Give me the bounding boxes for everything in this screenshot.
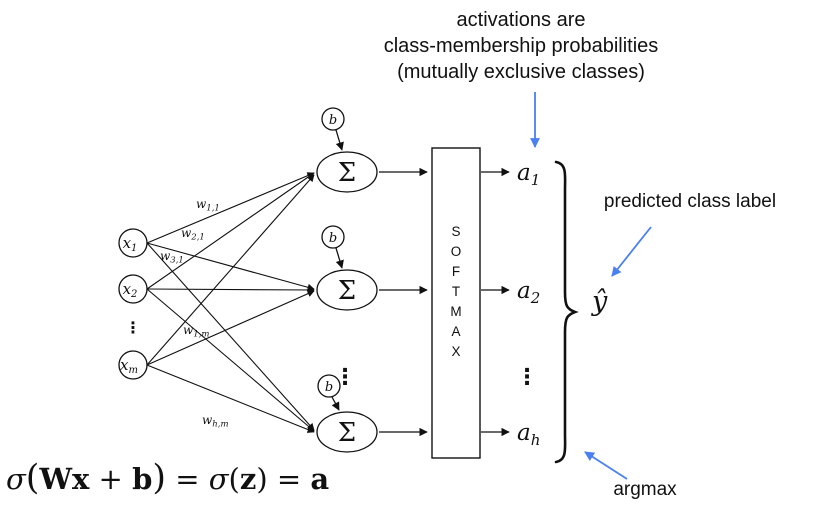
formula-sigma-2: σ <box>209 462 230 496</box>
output-label-ah: ah <box>517 420 540 449</box>
softmax-letter-f: F <box>452 264 460 279</box>
input-label-x1: x1 <box>123 234 138 254</box>
bias-label-2: b <box>329 231 337 246</box>
softmax-letter-m: M <box>450 304 461 319</box>
softmax-box <box>431 147 481 459</box>
activations-note-line1: activations are <box>457 9 586 31</box>
edge-x2-sum2 <box>146 286 315 294</box>
output-label-a2: a2 <box>517 278 540 307</box>
input-label-x2: x2 <box>123 280 138 300</box>
edge-x1-sum1 <box>146 172 315 244</box>
formula-plus: + <box>89 462 132 496</box>
argmax-arrow <box>584 451 628 480</box>
hidden-ellipsis: ⋮ <box>334 365 356 390</box>
formula-open-paren-2: ( <box>229 462 240 496</box>
input-node-x1 <box>118 228 148 258</box>
output-brace <box>554 160 579 464</box>
formula-sigma-1: σ <box>6 462 27 496</box>
bias-node-2 <box>321 225 345 249</box>
weight-label-whm: wh,m <box>202 413 229 430</box>
output-label-a1: a1 <box>517 160 540 189</box>
edge-xm-sum2 <box>146 290 315 366</box>
bias-label-1: b <box>329 113 337 128</box>
input-node-xm <box>118 350 148 380</box>
edge-x1-sum3 <box>146 242 315 431</box>
weight-label-w11: w1,1 <box>196 197 220 214</box>
bias-arrow-3 <box>331 396 340 411</box>
input-label-xm: xm <box>120 356 138 376</box>
sum-symbol-1: Σ <box>338 158 356 188</box>
edge-x1-sum2 <box>146 242 315 291</box>
bias-arrow-1 <box>335 129 344 151</box>
weight-label-w31: w3,1 <box>160 249 184 266</box>
softmax-letter-s: S <box>451 224 460 239</box>
formula-a: a <box>310 462 329 496</box>
bias-label-3: b <box>325 380 333 395</box>
activations-note-line3: (mutually exclusive classes) <box>397 61 645 83</box>
softmax-letter-a: A <box>451 324 460 339</box>
bias-node-3 <box>317 374 341 398</box>
softmax-label: S O F T M A X <box>450 224 461 359</box>
edge-x2-sum1 <box>146 172 315 290</box>
formula: σ(Wx + b) = σ(z) = a <box>6 458 329 498</box>
predicted-label-note: predicted class label <box>604 191 776 212</box>
weight-label-w21: w2,1 <box>181 226 205 243</box>
formula-equals-2: ) = <box>256 462 310 496</box>
argmax-note: argmax <box>613 479 677 500</box>
sum-node-1 <box>316 151 378 193</box>
softmax-letter-t: T <box>452 284 460 299</box>
sum-symbol-3: Σ <box>338 418 356 448</box>
sum-symbol-2: Σ <box>338 276 356 306</box>
activations-note-line2: class-membership probabilities <box>384 35 659 57</box>
sum-node-3 <box>316 411 378 453</box>
softmax-letter-o: O <box>451 244 462 259</box>
edge-x2-sum3 <box>146 288 315 432</box>
input-edges <box>146 172 315 433</box>
input-node-x2 <box>118 274 148 304</box>
bias-arrow-2 <box>335 247 344 269</box>
formula-b: b <box>132 462 152 496</box>
activations-note: activations are class-membership probabi… <box>384 9 659 83</box>
sum-node-2 <box>316 269 378 311</box>
predicted-label-arrow <box>611 226 652 277</box>
formula-equals-1: = <box>166 462 209 496</box>
formula-z: z <box>240 462 256 496</box>
formula-wx: Wx <box>38 462 90 496</box>
output-ellipsis: ⋮ <box>516 365 538 390</box>
bias-node-1 <box>321 107 345 131</box>
formula-close-paren: ) <box>152 458 166 498</box>
softmax-letter-x: X <box>451 344 460 359</box>
edge-xm-sum3 <box>146 364 315 433</box>
weight-label-w1m: w1,m <box>183 323 209 340</box>
edge-xm-sum1 <box>146 174 315 366</box>
prediction-label: ŷ <box>591 286 608 317</box>
input-ellipsis: ⋮ <box>125 318 141 337</box>
formula-open-paren: ( <box>26 458 40 498</box>
